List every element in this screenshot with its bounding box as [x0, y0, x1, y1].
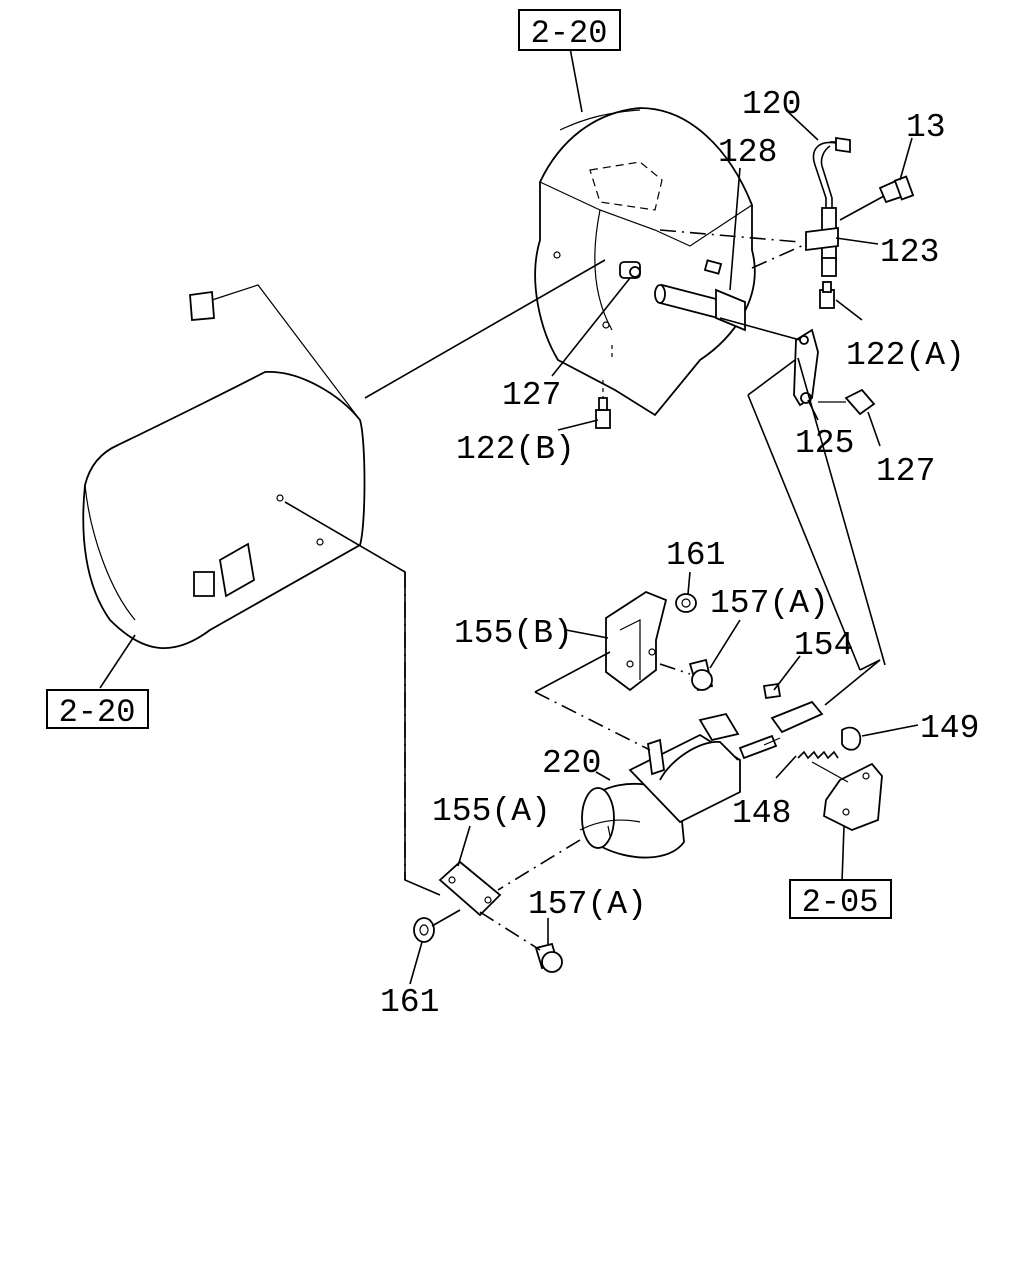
engine-housing: [82, 284, 366, 650]
label-155b: 155(B): [454, 615, 573, 652]
leader-lines: [99, 47, 919, 985]
clutch-housing: [534, 107, 756, 417]
label-122b: 122(B): [456, 431, 575, 468]
label-127-right: 127: [876, 453, 935, 490]
part-labels: 120 13 128 123 122(A) 127 122(B) 125 127…: [380, 86, 979, 1021]
label-157a-bottom: 157(A): [528, 886, 647, 923]
ref-box-bottom-right-label: 2-05: [802, 884, 879, 921]
ref-box-left[interactable]: 2-20: [46, 689, 149, 731]
clutch-booster: [579, 682, 883, 859]
ref-box-bottom-right[interactable]: 2-05: [789, 879, 892, 921]
label-148: 148: [732, 795, 791, 832]
ref-box-top[interactable]: 2-20: [518, 9, 621, 52]
label-120: 120: [742, 86, 801, 123]
fluid-pipe-assembly: [595, 136, 915, 429]
label-122a: 122(A): [846, 337, 965, 374]
ref-box-top-label: 2-20: [531, 15, 608, 52]
label-155a: 155(A): [432, 793, 551, 830]
label-157a-top: 157(A): [710, 585, 829, 622]
label-154: 154: [794, 627, 853, 664]
label-220: 220: [542, 745, 601, 782]
label-128: 128: [718, 134, 777, 171]
bracket-155a-group: [413, 860, 563, 973]
bracket-155b-group: [605, 590, 714, 692]
label-161-bottom: 161: [380, 984, 439, 1021]
label-13: 13: [906, 109, 946, 146]
label-125: 125: [795, 425, 854, 462]
label-161-top: 161: [666, 537, 725, 574]
clutch-lever: [719, 317, 876, 416]
label-123: 123: [880, 234, 939, 271]
ref-box-left-label: 2-20: [59, 694, 136, 731]
label-149: 149: [920, 710, 979, 747]
label-127-upper: 127: [502, 377, 561, 414]
